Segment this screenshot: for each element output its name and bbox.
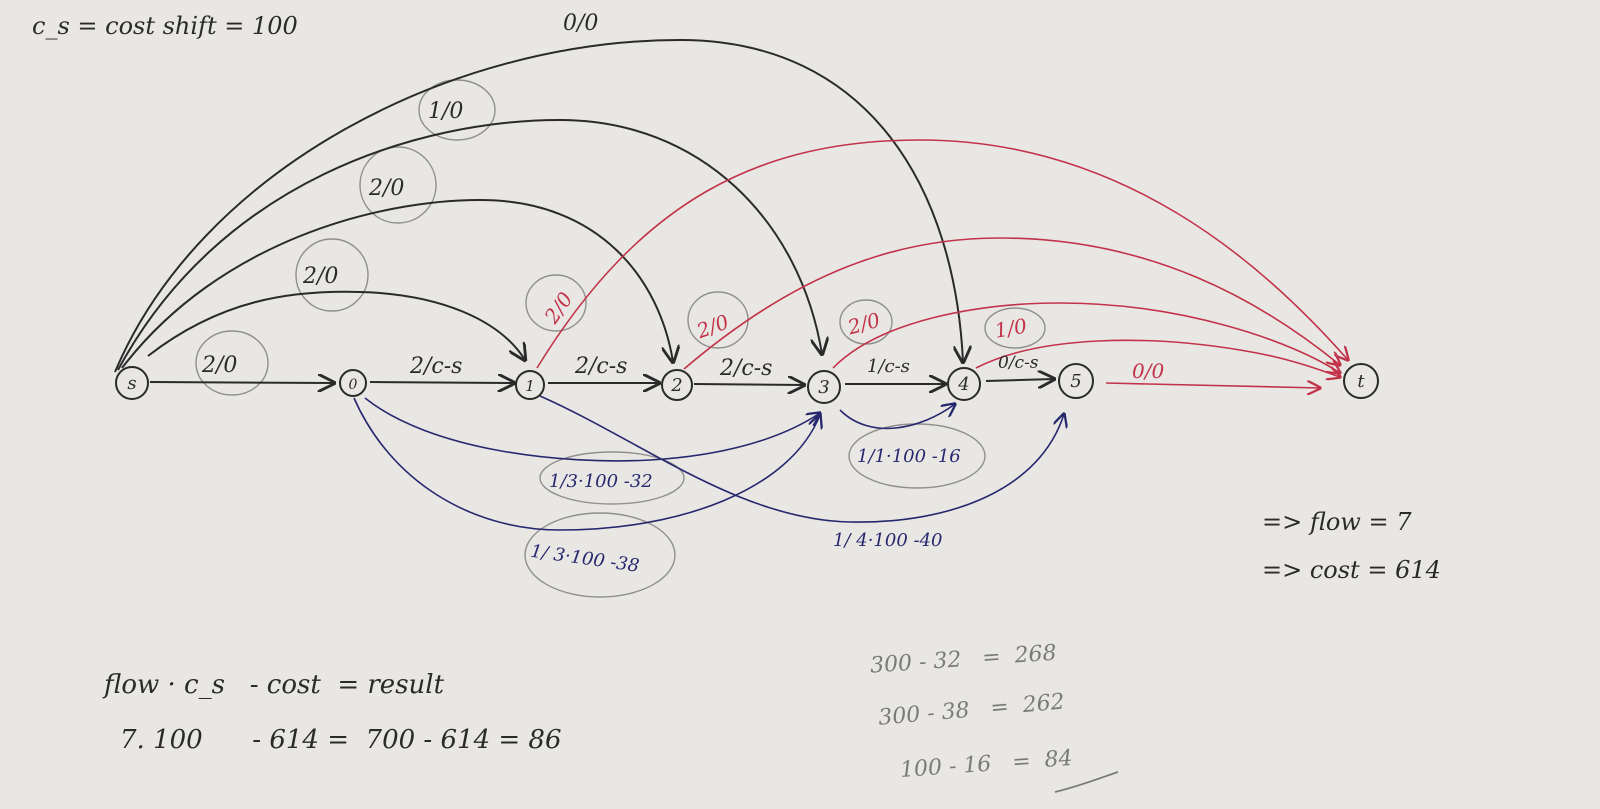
edge-label-5-t: 0/0 (1132, 359, 1164, 383)
node-1 (515, 370, 545, 400)
edge-label-4-t: 1/0 (993, 314, 1029, 343)
negative-cost-edges (353, 395, 1064, 531)
node-5 (1058, 363, 1094, 399)
black-edge-labels: 0/0 1/0 2/0 2/0 2/0 2/c-s 2/c-s 2/c-s 1/… (201, 11, 1039, 381)
edge-label-1-5: 1/ 4·100 -40 (833, 530, 942, 551)
cost-shift-header: c_s = cost shift = 100 (32, 12, 298, 40)
calc-line-1: 300 - 32 = 268 (869, 641, 1057, 679)
node-label-5: 5 (1070, 371, 1081, 392)
source-edges (114, 38, 1054, 385)
edge-label-2-t: 2/0 (693, 309, 733, 343)
node-label-4: 4 (957, 374, 969, 395)
edge-label-4-5: 0/c-s (998, 353, 1039, 373)
calc-line-2: 300 - 38 = 262 (877, 690, 1065, 731)
blue-edge-labels: 1/3·100 -32 1/ 3·100 -38 1/1·100 -16 1/ … (529, 446, 961, 577)
result-formula: flow · c_s - cost = result 7. 100 - 614 … (102, 670, 562, 755)
node-label-s: s (127, 373, 136, 394)
red-edge-labels: 2/0 2/0 2/0 1/0 0/0 (539, 287, 1165, 383)
flow-result: => flow = 7 (1262, 508, 1412, 536)
node-3 (807, 370, 841, 404)
side-calculations: 300 - 32 = 268 300 - 38 = 262 100 - 16 =… (869, 641, 1073, 783)
node-label-t: t (1357, 371, 1365, 392)
cost-result: => cost = 614 (1262, 556, 1441, 584)
node-4 (947, 367, 981, 401)
node-2 (661, 369, 693, 401)
results: => flow = 7 => cost = 614 (1262, 508, 1441, 584)
node-label-2: 2 (670, 375, 682, 396)
edge-label-0-3-b: 1/ 3·100 -38 (529, 541, 640, 577)
edge-label-1-t: 2/0 (539, 287, 578, 328)
edge-label-s-t-top: 0/0 (563, 11, 598, 36)
formula-line-2: 7. 100 - 614 = 700 - 614 = 86 (120, 725, 562, 755)
node-labels: s 0 1 2 3 4 5 t (127, 371, 1365, 398)
node-s (115, 366, 149, 400)
edge-label-s-0: 2/0 (201, 353, 237, 378)
formula-line-1: flow · c_s - cost = result (102, 670, 445, 700)
graph-nodes (115, 363, 1379, 404)
edge-label-3-4: 1/c-s (867, 356, 910, 377)
edge-label-3-4-low: 1/1·100 -16 (857, 446, 961, 467)
underline-stroke (1054, 771, 1119, 793)
edge-label-s-3: 1/0 (428, 99, 463, 124)
edge-label-s-2: 2/0 (368, 176, 404, 201)
edge-label-3-t: 2/0 (844, 308, 883, 340)
node-label-0: 0 (349, 377, 358, 393)
node-label-3: 3 (818, 377, 829, 398)
edge-label-s-1: 2/0 (302, 264, 338, 289)
sink-edges (536, 139, 1348, 388)
edge-label-1-2: 2/c-s (574, 354, 627, 379)
node-t (1343, 363, 1379, 399)
edge-label-2-3: 2/c-s (719, 356, 772, 381)
node-0 (339, 369, 367, 397)
calc-line-3: 100 - 16 = 84 (899, 746, 1073, 783)
edge-label-0-3-a: 1/3·100 -32 (549, 471, 653, 492)
edge-label-0-1: 2/c-s (409, 354, 462, 379)
node-label-1: 1 (525, 377, 535, 395)
pencil-highlights (195, 79, 1046, 598)
